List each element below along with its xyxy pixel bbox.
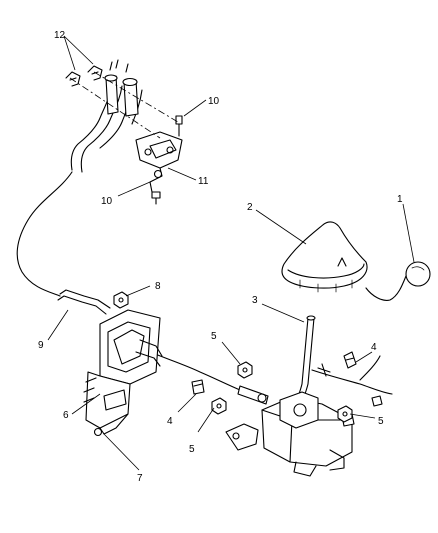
lower-bracket: [57, 289, 163, 437]
callout-10-top: 10: [208, 96, 220, 107]
callout-10-bottom: 10: [101, 196, 113, 207]
shift-boot: [281, 221, 368, 293]
callout-8: 8: [155, 281, 161, 292]
callout-4-right: 4: [371, 342, 377, 353]
callout-2: 2: [247, 202, 253, 213]
callout-7: 7: [137, 473, 143, 484]
nuts: [113, 291, 353, 423]
callout-9: 9: [38, 340, 44, 351]
cable-adjuster: [237, 385, 269, 405]
callout-5-right: 5: [378, 416, 384, 427]
cable-clip-right: [343, 351, 357, 369]
callout-6: 6: [63, 410, 69, 421]
callout-12: 12: [54, 30, 66, 41]
leader-lines: [47, 35, 415, 471]
callout-3: 3: [252, 295, 258, 306]
cable-clip-left: [191, 379, 205, 395]
callout-5-bottom: 5: [189, 444, 195, 455]
callout-1: 1: [397, 194, 403, 205]
callout-5-top: 5: [211, 331, 217, 342]
upper-cable-bracket: [65, 59, 183, 205]
callout-11: 11: [198, 176, 209, 187]
shift-lever: [295, 315, 316, 405]
shift-knob: [365, 261, 431, 301]
shifter-base: [225, 363, 383, 477]
callout-4-left: 4: [167, 416, 173, 427]
shift-cable: [16, 171, 393, 395]
callout-labels: 1 2 3 4 4 5 5 5 6 7 8 9 10 10 11 12: [38, 30, 403, 484]
